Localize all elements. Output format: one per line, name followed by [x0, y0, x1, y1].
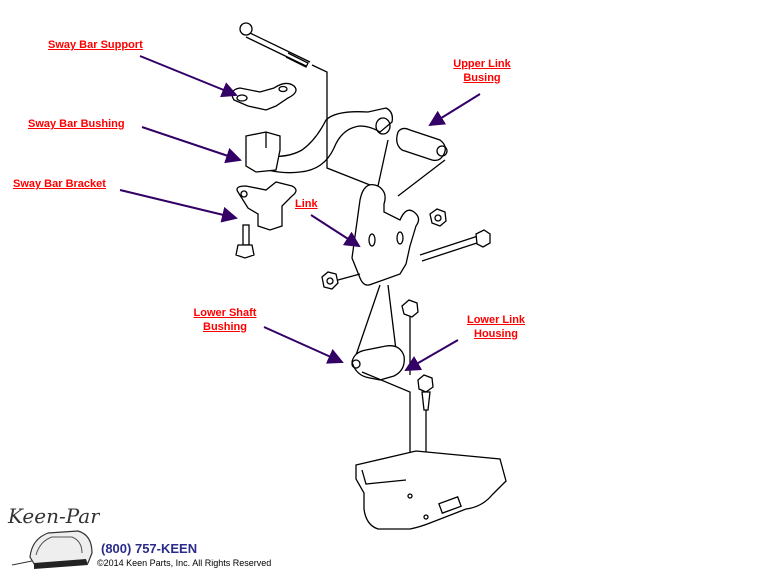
sway-bar-bracket-part: [236, 181, 297, 231]
top-bolt: [239, 22, 371, 186]
label-line-1: Lower Link: [466, 314, 526, 326]
upper-link-bushing-part: [396, 127, 448, 162]
label-sway-bar-bushing[interactable]: Sway Bar Bushing: [28, 118, 125, 130]
label-sway-bar-bracket[interactable]: Sway Bar Bracket: [13, 178, 106, 190]
label-sway-bar-support[interactable]: Sway Bar Support: [48, 39, 143, 51]
label-line-1: Upper Link: [453, 58, 511, 70]
label-line-2: Housing: [474, 328, 518, 340]
label-line-1: Lower Shaft: [193, 307, 257, 319]
pointer-arrows: [119, 55, 481, 371]
arrow-upper-link-busing: [428, 93, 481, 127]
phone-number[interactable]: (800) 757-KEEN: [101, 541, 198, 556]
arrow-sway-bar-bushing: [141, 126, 242, 164]
sway-bar-part: [267, 107, 394, 174]
sway-bar-support-part: [231, 82, 297, 111]
keen-parts-logo: Keen-Parts: [7, 504, 100, 569]
link-part: [351, 139, 446, 359]
arrow-link: [310, 214, 361, 248]
label-line-2: Bushing: [203, 321, 247, 333]
copyright-text: ©2014 Keen Parts, Inc. All Rights Reserv…: [97, 558, 272, 568]
label-line-2: Busing: [463, 72, 501, 84]
label-lower-shaft-bushing[interactable]: Lower Shaft Bushing: [187, 306, 263, 334]
arrow-lower-shaft-bushing: [263, 326, 344, 364]
arrow-sway-bar-bracket: [119, 189, 238, 223]
label-link[interactable]: Link: [295, 198, 318, 210]
arrow-lower-link-housing: [404, 339, 459, 371]
mounting-plate: [355, 450, 507, 530]
label-upper-link-busing[interactable]: Upper Link Busing: [448, 57, 516, 85]
arrow-sway-bar-support: [139, 55, 238, 98]
logo-script: Keen-Parts: [7, 504, 100, 528]
bracket-bolt: [235, 224, 255, 259]
label-lower-link-housing[interactable]: Lower Link Housing: [461, 313, 531, 341]
line-art: [231, 22, 507, 530]
sway-bar-bushing-part: [245, 131, 281, 173]
side-bolt: [419, 229, 491, 262]
